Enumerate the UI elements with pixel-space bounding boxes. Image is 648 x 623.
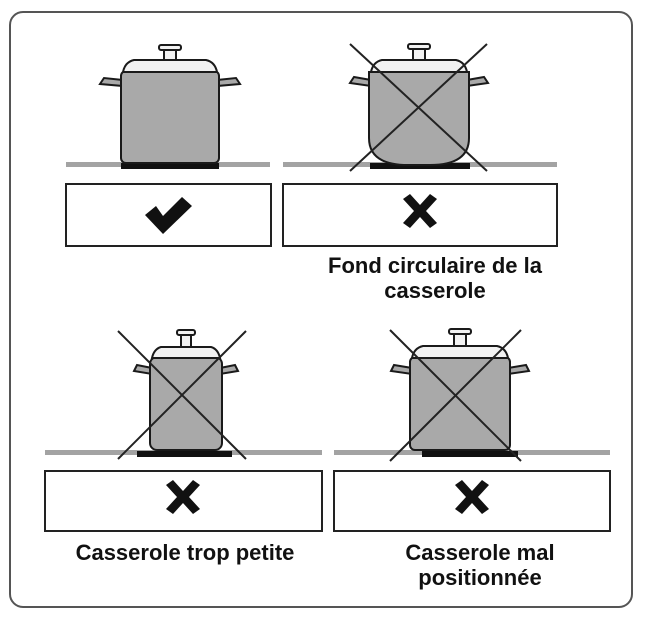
check-icon: [145, 197, 192, 234]
pot-handle-right: [507, 363, 531, 376]
caption-line: Casserole trop petite: [75, 540, 295, 565]
pot-handle-right: [466, 75, 490, 88]
scene-correct-pot: [65, 44, 272, 247]
cooking-zone: [121, 163, 219, 169]
pot-handle-right: [216, 76, 242, 88]
scene-pot-mispositioned: [333, 328, 611, 532]
pot-lid: [150, 346, 222, 359]
cross-icon: [403, 194, 437, 228]
strike-through-cross: [349, 43, 488, 172]
cross-icon: [455, 480, 489, 514]
pot-handle-left: [389, 363, 413, 376]
pot-body: [120, 70, 220, 164]
caption-line: positionnée: [418, 565, 542, 590]
diagram-frame: [9, 11, 633, 608]
pot-handle-left: [98, 76, 124, 88]
strike-through-cross: [389, 329, 522, 462]
caption-round-bottom: Fond circulaire de la casserole: [285, 253, 585, 303]
pot-lid: [121, 59, 219, 73]
lid-knob-stem: [412, 48, 426, 61]
pot-lid: [410, 345, 510, 359]
lid-knob-stem: [453, 333, 467, 347]
strike-through-cross: [117, 330, 247, 460]
pot-handle-left: [348, 75, 372, 88]
caption-too-small: Casserole trop petite: [45, 540, 325, 565]
pot: [389, 328, 531, 451]
cross-icon: [166, 480, 200, 514]
cooking-zone: [422, 451, 518, 457]
pot-lid: [369, 59, 469, 73]
lid-knob-stem: [180, 334, 192, 348]
lid-knob-stem: [163, 49, 177, 61]
pot: [98, 44, 242, 164]
pot: [348, 43, 490, 166]
scene-round-bottom-pot: [282, 43, 558, 247]
caption-line: Casserole mal: [405, 540, 555, 565]
caption-line: casserole: [384, 278, 486, 303]
caption-mispositioned: Casserole mal positionnée: [340, 540, 620, 590]
caption-line: Fond circulaire de la: [328, 253, 542, 278]
pot-body: [368, 71, 470, 166]
cooking-zone: [137, 451, 232, 457]
pot-body: [149, 356, 223, 451]
scene-pot-too-small: [44, 329, 323, 532]
